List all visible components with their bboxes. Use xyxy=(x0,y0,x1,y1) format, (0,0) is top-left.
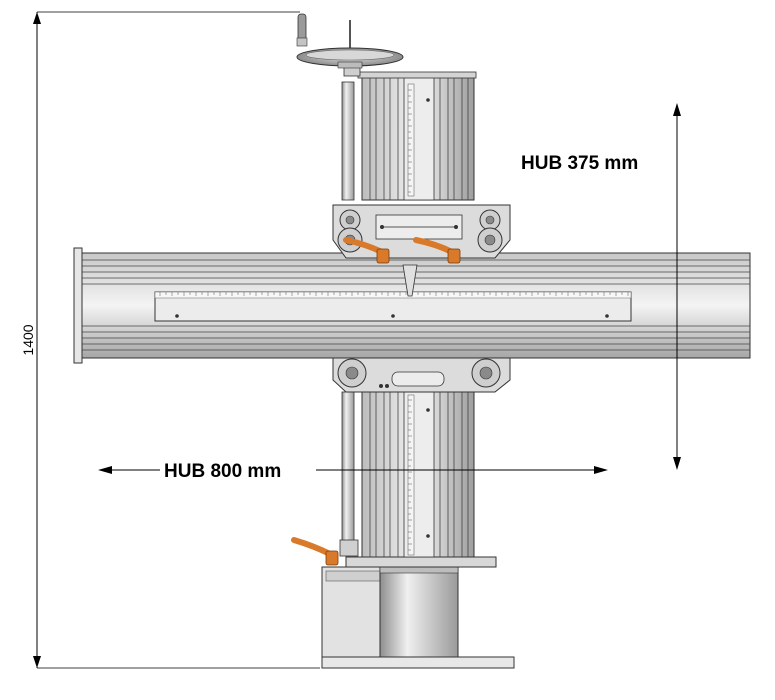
scale-ticks xyxy=(159,292,629,296)
upper-carriage xyxy=(332,204,511,297)
guide-rod-upper xyxy=(341,81,355,201)
base-cylinder xyxy=(379,566,459,658)
machine-base xyxy=(321,556,515,669)
carriage-rollers-lower xyxy=(337,358,501,388)
handwheel-icon xyxy=(296,13,404,77)
vertical-stroke-dimension: HUB 375 mm xyxy=(521,103,681,470)
lower-carriage xyxy=(332,357,511,393)
carriage-rollers-upper xyxy=(337,209,503,253)
dimension-arrow-down xyxy=(673,457,681,470)
vertical-scale-lower xyxy=(407,394,415,556)
dimension-arrow-left xyxy=(98,466,112,474)
horizontal-stroke-label: HUB 800 mm xyxy=(164,461,281,482)
upper-column xyxy=(341,71,477,201)
base-plate xyxy=(321,656,515,669)
dimension-arrow-top xyxy=(33,12,41,24)
guide-rod-lower xyxy=(341,391,355,543)
horizontal-stroke-dimension: HUB 800 mm xyxy=(98,461,608,482)
clamp-lever-icon xyxy=(413,237,461,264)
lower-column xyxy=(339,384,475,558)
clamp-lever-icon xyxy=(343,237,390,264)
overall-height-label: 1400 xyxy=(20,324,36,355)
dimension-arrow-bottom xyxy=(33,656,41,668)
dimension-arrow-right xyxy=(594,466,608,474)
beam-end-plate xyxy=(73,247,83,364)
clamp-lever-icon xyxy=(291,537,339,566)
column-flange xyxy=(345,556,497,568)
overall-height-dimension: 1400 xyxy=(20,11,320,669)
vertical-scale-upper xyxy=(407,83,415,197)
vertical-stroke-label: HUB 375 mm xyxy=(521,153,638,174)
pointer-icon xyxy=(402,264,418,297)
dimension-arrow-up xyxy=(673,103,681,116)
